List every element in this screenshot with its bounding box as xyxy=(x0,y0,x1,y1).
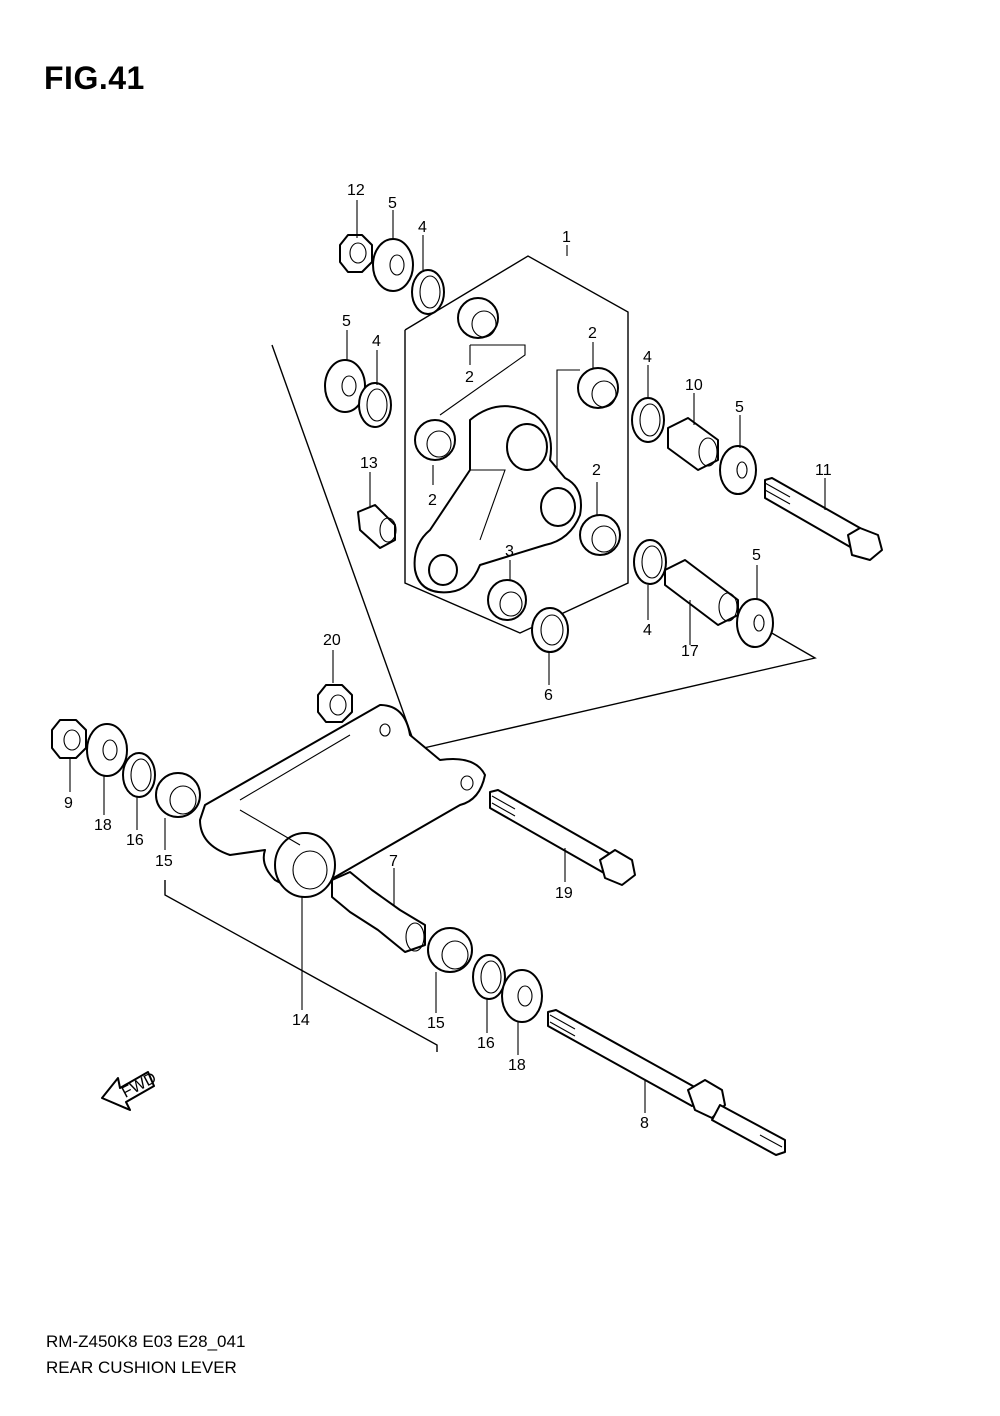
callout-leaders xyxy=(69,200,826,1113)
bolt-part-8 xyxy=(547,1009,786,1156)
callout-3: 3 xyxy=(505,543,514,560)
callout-4: 4 xyxy=(643,622,652,639)
callout-4: 4 xyxy=(418,219,427,236)
callout-15: 15 xyxy=(427,1015,445,1032)
callout-8: 8 xyxy=(640,1115,649,1132)
fwd-label: FWD xyxy=(119,1070,159,1102)
callout-11: 11 xyxy=(815,462,832,479)
cushion-rod-part-14 xyxy=(199,684,486,898)
callout-5: 5 xyxy=(735,399,744,416)
callout-15: 15 xyxy=(155,853,173,870)
callout-16: 16 xyxy=(126,832,144,849)
bearings-part-2 xyxy=(414,297,621,621)
figure-title: FIG.41 xyxy=(44,60,145,96)
upper-right-hardware xyxy=(531,397,883,653)
callout-18: 18 xyxy=(508,1057,526,1074)
callout-16: 16 xyxy=(477,1035,495,1052)
callout-19: 19 xyxy=(555,885,573,902)
callout-9: 9 xyxy=(64,795,73,812)
callout-18: 18 xyxy=(94,817,112,834)
callout-2: 2 xyxy=(588,325,597,342)
part-group-name: REAR CUSHION LEVER xyxy=(46,1358,237,1377)
callout-20: 20 xyxy=(323,632,341,649)
callout-5: 5 xyxy=(342,313,351,330)
callout-numbers: 12 5 4 1 5 4 2 2 2 2 4 10 5 11 13 3 5 4 … xyxy=(64,182,832,1132)
callout-14: 14 xyxy=(292,1012,310,1029)
boundary-lines xyxy=(164,255,817,1052)
callout-17: 17 xyxy=(681,643,699,660)
callout-2: 2 xyxy=(465,369,474,386)
callout-12: 12 xyxy=(347,182,365,199)
upper-left-hardware xyxy=(324,234,445,549)
callout-4: 4 xyxy=(643,349,652,366)
bolt-part-19 xyxy=(489,789,636,886)
callout-7: 7 xyxy=(389,853,398,870)
lower-right-hardware xyxy=(331,871,543,1023)
callout-4: 4 xyxy=(372,333,381,350)
callout-10: 10 xyxy=(685,377,703,394)
callout-5: 5 xyxy=(388,195,397,212)
lower-left-hardware xyxy=(51,719,201,818)
callout-13: 13 xyxy=(360,455,378,472)
fwd-arrow-icon: FWD xyxy=(101,1070,159,1111)
callout-2: 2 xyxy=(592,462,601,479)
cushion-lever-part-1 xyxy=(413,405,582,594)
callout-1: 1 xyxy=(562,229,571,246)
callout-2: 2 xyxy=(428,492,437,509)
model-code: RM-Z450K8 E03 E28_041 xyxy=(46,1332,246,1351)
callout-5: 5 xyxy=(752,547,761,564)
callout-6: 6 xyxy=(544,687,553,704)
